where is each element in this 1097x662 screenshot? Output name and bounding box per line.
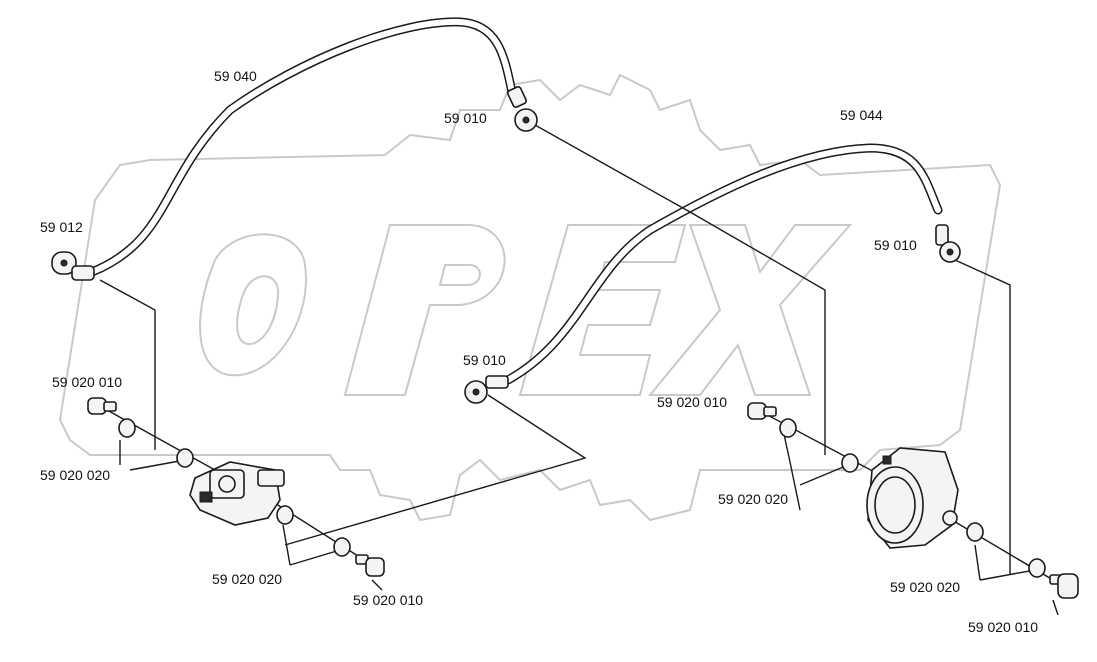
washer-left-1: [118, 418, 136, 438]
watermark-letter-o: [199, 233, 307, 377]
part-labels: 59 040 59 010 59 012 59 044 59 010 59 01…: [40, 68, 1038, 635]
watermark-letter-p: [343, 224, 506, 396]
label-hose-59-040: 59 040: [214, 68, 257, 84]
bolt-right-bottom: [1049, 573, 1079, 599]
washer-right-3: [966, 522, 984, 542]
watermark-letter-x: [647, 224, 853, 396]
washer-left-3: [276, 505, 294, 525]
label-bolt-left-top: 59 020 010: [52, 374, 122, 390]
elbow-59-012-left: [51, 251, 95, 281]
hose-59-044: [503, 143, 943, 385]
valve-body-left: [189, 461, 285, 526]
elbow-59-010-right: [935, 224, 961, 263]
label-elbow-59-010-right: 59 010: [874, 237, 917, 253]
bolt-right-top: [747, 402, 777, 420]
bolt-left-top: [87, 397, 117, 415]
hose-59-040: [87, 17, 517, 277]
bolt-left-bottom: [355, 554, 385, 577]
watermark-letter-e: [518, 224, 687, 396]
watermark-gear-outline: [58, 73, 1002, 522]
label-bolt-right-top: 59 020 010: [657, 394, 727, 410]
elbow-59-010-top: [507, 86, 538, 132]
label-elbow-59-010-top: 59 010: [444, 110, 487, 126]
washer-left-2: [176, 448, 194, 468]
opex-watermark: [58, 73, 1002, 522]
washer-left-4: [333, 537, 351, 557]
label-washers-right-top: 59 020 020: [718, 491, 788, 507]
elbow-59-010-mid: [464, 375, 509, 404]
label-elbow-59-012: 59 012: [40, 219, 83, 235]
label-washers-left-top: 59 020 020: [40, 467, 110, 483]
label-bolt-right-bottom: 59 020 010: [968, 619, 1038, 635]
label-hose-59-044: 59 044: [840, 107, 883, 123]
label-washers-left-bottom: 59 020 020: [212, 571, 282, 587]
label-bolt-left-bottom: 59 020 010: [353, 592, 423, 608]
label-washers-right-bottom: 59 020 020: [890, 579, 960, 595]
label-elbow-59-010-mid: 59 010: [463, 352, 506, 368]
washer-right-1: [779, 418, 797, 438]
washer-right-4: [1028, 558, 1046, 578]
pump-body-right: [866, 447, 959, 549]
washer-right-2: [841, 453, 859, 473]
